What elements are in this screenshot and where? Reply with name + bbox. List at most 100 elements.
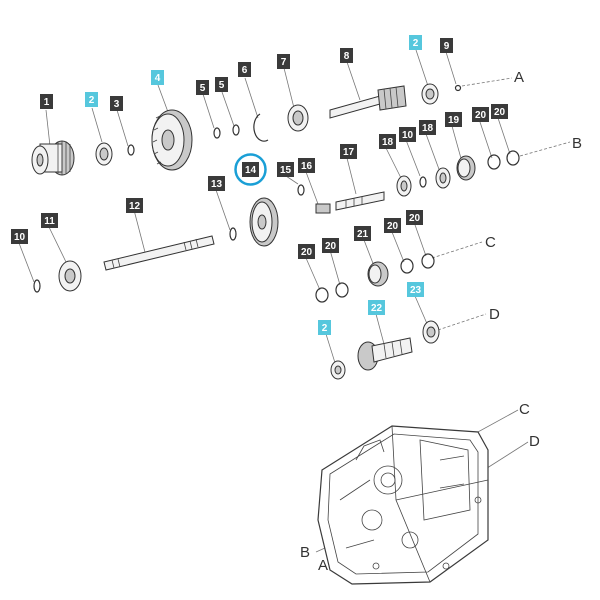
callout-box [340, 144, 357, 159]
callout-box [151, 70, 164, 85]
part-20-washer-d [421, 253, 435, 269]
ref-letter-B-case: B [300, 544, 310, 561]
callout-label: 13 [211, 179, 223, 190]
callout-box [40, 94, 53, 109]
callout-box [406, 210, 423, 225]
part-2-bearing-b [421, 83, 439, 105]
callout-label: 18 [382, 137, 394, 148]
callout-20: 20 [406, 210, 423, 225]
callout-label: 4 [155, 73, 161, 84]
callout-box [298, 244, 315, 259]
callout-box [277, 54, 290, 69]
parts [31, 83, 520, 380]
part-20-washer-a [487, 154, 501, 170]
callout-box [409, 35, 422, 50]
part-12-main-shaft [103, 235, 215, 271]
callout-box [277, 162, 294, 177]
callout-label: 15 [280, 165, 292, 176]
part-20-washer-b [506, 150, 520, 166]
callout-box [354, 226, 371, 241]
part-11-bearing [58, 260, 82, 292]
callout-label: 10 [402, 130, 414, 141]
ref-letter-C-mid: C [485, 234, 496, 251]
callout-box [298, 158, 315, 173]
callout-11: 11 [41, 213, 58, 228]
callout-label: 8 [344, 51, 350, 62]
callout-label: 2 [322, 323, 328, 334]
callout-9: 9 [440, 38, 453, 53]
callout-4: 4 [151, 70, 164, 85]
callout-box [85, 92, 98, 107]
part-10-ring-a [419, 176, 427, 188]
part-4-clutch-drum [151, 109, 193, 171]
callout-box [322, 238, 339, 253]
part-13-ring [229, 227, 237, 241]
callout-1: 1 [40, 94, 53, 109]
callout-13: 13 [208, 176, 225, 191]
callout-22: 22 [368, 300, 385, 315]
callout-21: 21 [354, 226, 371, 241]
callout-7: 7 [277, 54, 290, 69]
part-21-gear [367, 261, 389, 287]
callout-20: 20 [384, 218, 401, 233]
part-14-gear [249, 197, 279, 247]
part-3-ring [127, 144, 135, 156]
callout-box [472, 107, 489, 122]
callout-label: 16 [301, 161, 313, 172]
selection-ring [234, 153, 267, 186]
part-5-ring-a [213, 127, 221, 139]
callout-2: 2 [409, 35, 422, 50]
callout-label: 12 [129, 201, 141, 212]
callout-label: 18 [422, 123, 434, 134]
callout-box [41, 213, 58, 228]
ref-letter-D-mid: D [489, 306, 500, 323]
callout-2: 2 [318, 320, 331, 335]
callout-label: 10 [14, 232, 26, 243]
callout-20: 20 [472, 107, 489, 122]
callout-box [368, 300, 385, 315]
ref-letter-B-right: B [572, 135, 582, 152]
callout-label: 20 [325, 241, 337, 252]
callout-box [407, 282, 424, 297]
part-23-bearing [422, 320, 440, 344]
callout-box [242, 162, 259, 177]
ref-letter-A-top: A [514, 69, 524, 86]
callout-label: 22 [371, 303, 383, 314]
callout-label: 7 [281, 57, 287, 68]
callout-box [399, 127, 416, 142]
callout-label: 17 [343, 147, 355, 158]
callout-20: 20 [322, 238, 339, 253]
callout-box [318, 320, 331, 335]
callout-label: 20 [494, 107, 506, 118]
callout-12: 12 [126, 198, 143, 213]
callout-label: 21 [357, 229, 369, 240]
callout-label: 23 [410, 285, 422, 296]
callout-10: 10 [399, 127, 416, 142]
part-20-washer-e [315, 287, 329, 303]
callout-box [379, 134, 396, 149]
callout-label: 19 [448, 115, 460, 126]
callout-box [340, 48, 353, 63]
callout-14: 14 [242, 162, 259, 177]
callout-label: 9 [444, 41, 450, 52]
callout-label: 2 [89, 95, 95, 106]
part-2-bearing-c [330, 360, 346, 380]
callout-label: 3 [114, 99, 120, 110]
callout-box [196, 80, 209, 95]
part-6-snap-ring [253, 113, 269, 142]
reference-letters: A B C D C D B A [300, 69, 582, 574]
callout-box [208, 176, 225, 191]
part-9-pin [454, 84, 462, 92]
callout-box [419, 120, 436, 135]
callout-3: 3 [110, 96, 123, 111]
callout-label: 11 [44, 216, 55, 227]
part-16-coupler [315, 203, 331, 214]
callout-box [445, 112, 462, 127]
callout-18: 18 [379, 134, 396, 149]
callout-23: 23 [407, 282, 424, 297]
callout-label: 20 [387, 221, 399, 232]
callout-6: 6 [238, 62, 251, 77]
part-18-bearing-b [435, 167, 451, 189]
